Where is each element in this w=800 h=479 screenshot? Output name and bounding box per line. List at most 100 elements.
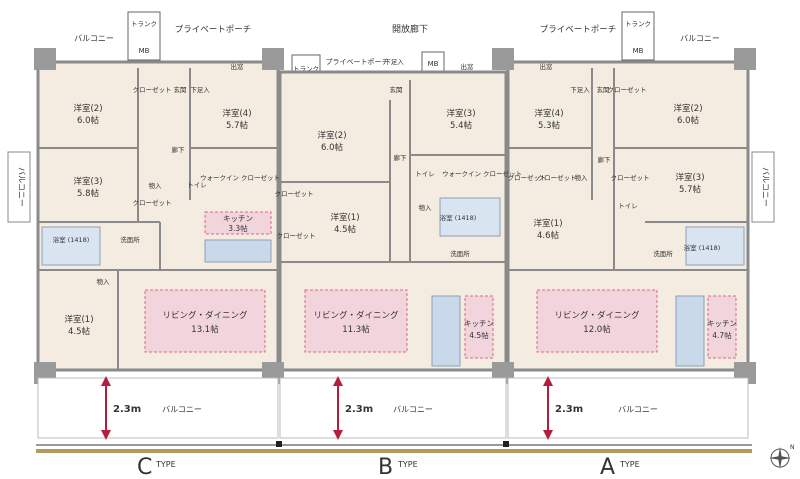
wic-c: ウォークイン クローゼット bbox=[200, 173, 280, 182]
service-labels: 玄関 玄関 玄関 廊下 廊下 廊下 トイレ トイレ トイレ 洗面所 洗面所 洗面… bbox=[53, 58, 721, 286]
type-band: C TYPE B TYPE A TYPE bbox=[36, 441, 752, 479]
bottom-balconies: バルコニー バルコニー バルコニー bbox=[37, 377, 749, 439]
room-b-5-name: キッチン bbox=[464, 319, 494, 328]
entrance-b: 玄関 bbox=[390, 85, 403, 94]
svg-text:2.3m: 2.3m bbox=[345, 404, 373, 415]
side-balcony-right-label: バルコニー bbox=[761, 167, 770, 207]
closet-c-2: クローゼット bbox=[133, 198, 172, 207]
height-arrow-c: 2.3m bbox=[101, 376, 141, 440]
washroom-c: 洗面所 bbox=[120, 235, 140, 244]
out-frame-c: 出窓 bbox=[231, 62, 245, 71]
room-b-4-name: リビング・ダイニング bbox=[313, 310, 399, 321]
porch-label-c: プライベートポーチ bbox=[175, 25, 252, 35]
out-frame-b: 出窓 bbox=[461, 62, 475, 71]
type-a-letter: A bbox=[600, 455, 615, 479]
room-c-1-name: 洋室(2) bbox=[73, 103, 102, 114]
ld-zone-c bbox=[144, 289, 266, 353]
closet-b-1: クローゼット bbox=[275, 189, 314, 198]
type-c-letter: C bbox=[137, 455, 152, 479]
svg-text:トランク: トランク bbox=[131, 20, 157, 28]
unit-b-labels: 洋室(2) 6.0帖 洋室(3) 5.4帖 洋室(1) 4.5帖 リビング・ダイ… bbox=[313, 108, 494, 340]
room-c-5-name: 洋室(1) bbox=[64, 314, 93, 325]
hallway-b: 廊下 bbox=[394, 153, 408, 162]
shoe-box-c: 下足入 bbox=[190, 86, 210, 94]
ld-zone-a bbox=[536, 289, 658, 353]
compass-label: N bbox=[790, 444, 795, 451]
unit-c-labels: 洋室(2) 6.0帖 洋室(4) 5.7帖 洋室(3) 5.8帖 キッチン 3.… bbox=[64, 103, 253, 337]
closet-b-2: クローゼット bbox=[277, 231, 316, 240]
closet-a-4: クローゼット bbox=[608, 85, 647, 94]
side-balcony-left-label: バルコニー bbox=[17, 167, 26, 207]
room-b-2-size: 5.4帖 bbox=[450, 120, 473, 131]
room-a-4-name: 洋室(3) bbox=[675, 172, 704, 183]
type-c-suffix: TYPE bbox=[155, 460, 176, 469]
porch-label-a: プライベートポーチ bbox=[540, 25, 617, 35]
room-c-6-name: リビング・ダイニング bbox=[162, 310, 248, 321]
room-a-5-name: リビング・ダイニング bbox=[554, 310, 640, 321]
room-a-6-size: 4.7帖 bbox=[712, 330, 732, 340]
trunk-mb-c: トランク MB bbox=[127, 11, 161, 61]
room-a-5-size: 12.0帖 bbox=[583, 324, 611, 335]
room-a-4-size: 5.7帖 bbox=[679, 184, 702, 195]
trunk-mb-a: トランク MB bbox=[621, 11, 655, 61]
balcony-bottom-c: バルコニー bbox=[162, 405, 202, 414]
room-c-2-name: 洋室(4) bbox=[222, 108, 251, 119]
unit-a-labels: 洋室(4) 5.3帖 洋室(2) 6.0帖 洋室(1) 4.6帖 洋室(3) 5… bbox=[533, 103, 737, 340]
height-arrows: 2.3m 2.3m 2.3m bbox=[101, 376, 583, 440]
storage-b: 物入 bbox=[419, 203, 433, 212]
toilet-c: トイレ bbox=[187, 181, 207, 189]
svg-text:MB: MB bbox=[633, 47, 644, 55]
room-a-2-size: 6.0帖 bbox=[677, 115, 700, 126]
balcony-bottom-b: バルコニー bbox=[393, 405, 433, 414]
hallway-a: 廊下 bbox=[598, 155, 612, 164]
entrance-a: 玄関 bbox=[597, 85, 610, 94]
storage-c-2: 物入 bbox=[97, 277, 111, 286]
type-b-letter: B bbox=[378, 455, 393, 479]
room-b-3-name: 洋室(1) bbox=[330, 212, 359, 223]
wic-b: ウォークイン クローゼット bbox=[442, 169, 522, 178]
closet-a-2: クローゼット bbox=[538, 173, 577, 182]
svg-text:2.3m: 2.3m bbox=[113, 404, 141, 415]
room-c-4-name: キッチン bbox=[223, 214, 253, 223]
room-b-1-name: 洋室(2) bbox=[317, 130, 346, 141]
shoe-box-a: 下足入 bbox=[570, 86, 590, 94]
svg-text:MB: MB bbox=[139, 47, 150, 55]
kitchen-zone-a bbox=[707, 295, 737, 359]
room-a-3-size: 4.6帖 bbox=[537, 230, 560, 241]
outer-walls bbox=[36, 60, 750, 372]
room-b-2-name: 洋室(3) bbox=[446, 108, 475, 119]
bath-c: 浴室 (1418) bbox=[53, 235, 90, 244]
room-c-3-name: 洋室(3) bbox=[73, 176, 102, 187]
bath-b: 浴室 (1418) bbox=[440, 213, 477, 222]
balcony-bottom-a: バルコニー bbox=[618, 405, 658, 414]
storage-c: 物入 bbox=[149, 181, 163, 190]
entrance-c: 玄関 bbox=[174, 85, 187, 94]
hallway-c: 廊下 bbox=[172, 145, 186, 154]
washroom-b: 洗面所 bbox=[450, 249, 470, 258]
room-a-1-size: 5.3帖 bbox=[538, 120, 561, 131]
room-a-1-name: 洋室(4) bbox=[534, 108, 563, 119]
side-balcony-right bbox=[751, 151, 775, 223]
room-a-3-name: 洋室(1) bbox=[533, 218, 562, 229]
room-a-6-name: キッチン bbox=[707, 319, 737, 328]
washroom-a: 洗面所 bbox=[653, 249, 673, 258]
svg-text:トランク: トランク bbox=[293, 65, 319, 73]
toilet-a: トイレ bbox=[618, 202, 638, 210]
room-b-3-size: 4.5帖 bbox=[334, 224, 357, 235]
room-b-4-size: 11.3帖 bbox=[342, 324, 370, 335]
interior-walls bbox=[38, 68, 748, 370]
room-c-5-size: 4.5帖 bbox=[68, 326, 91, 337]
corridor-label: 開放廊下 bbox=[392, 23, 428, 35]
type-b-suffix: TYPE bbox=[397, 460, 418, 469]
ld-zone-b bbox=[304, 289, 408, 353]
side-balcony-left bbox=[7, 151, 31, 223]
room-b-1-size: 6.0帖 bbox=[321, 142, 344, 153]
closet-a-1: クローゼット bbox=[508, 173, 547, 182]
room-c-4-size: 3.3帖 bbox=[228, 223, 248, 233]
shoe-box-b: 下足入 bbox=[384, 58, 404, 66]
balcony-top-c: バルコニー bbox=[74, 34, 114, 43]
compass-icon: N bbox=[769, 444, 795, 469]
svg-text:MB: MB bbox=[428, 60, 439, 68]
room-b-5-size: 4.5帖 bbox=[469, 330, 489, 340]
